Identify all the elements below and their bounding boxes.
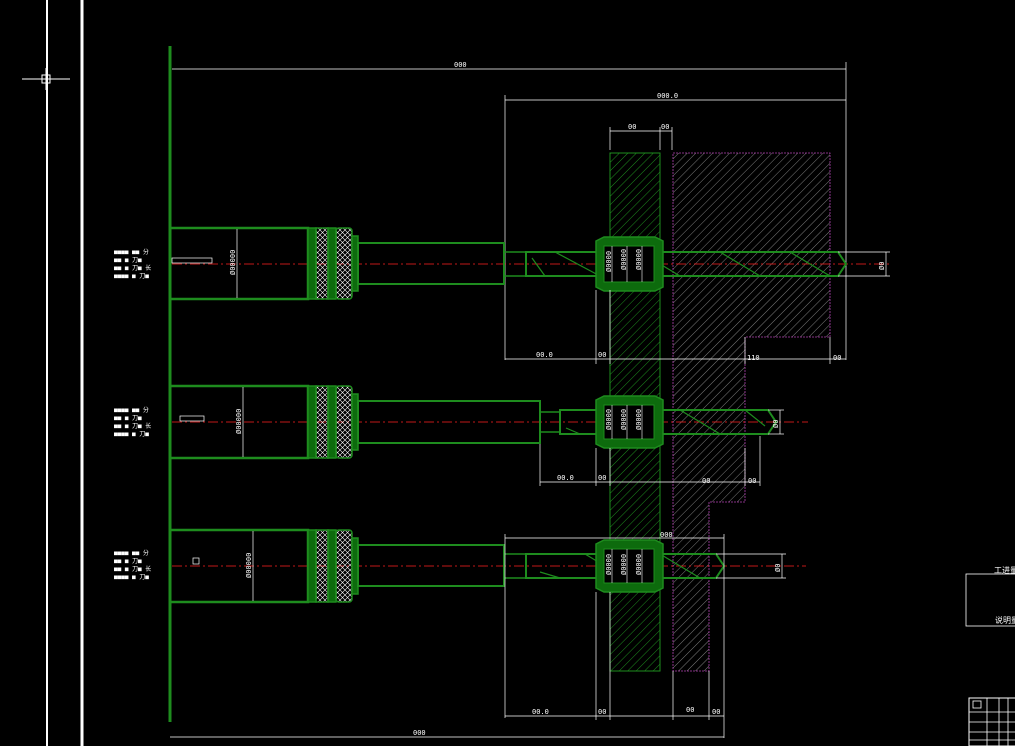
dim-text-row3-gap: 00 bbox=[598, 708, 606, 716]
dim-text-tool-top: 000.0 bbox=[657, 92, 678, 100]
row1-label-2: ■■ ■ 刀■ bbox=[114, 257, 142, 264]
dim-text-row2-gap: 00 bbox=[598, 474, 606, 482]
dim-text-bush-b-2: Ø0000 bbox=[620, 409, 628, 430]
dim-tool-top: 000.0 bbox=[504, 92, 846, 360]
dim-text-bush-c-1: Ø0000 bbox=[635, 249, 643, 270]
dim-text-bush-b-1: Ø0000 bbox=[620, 249, 628, 270]
dim-text-row3-mid: 00 bbox=[686, 706, 694, 714]
tool-assembly-2: Ø00000 Ø0000 Ø0000 Ø0000 Ø0 00.0 00 00 0… bbox=[168, 384, 784, 486]
row1-label-1: ■■■■ ■■ 分 bbox=[114, 248, 149, 256]
workpiece bbox=[672, 152, 831, 672]
dim-text-plate-a: 00 bbox=[628, 123, 636, 131]
dim-text-row1-left: 00.0 bbox=[536, 351, 553, 359]
dim-text-holder-dia-1: Ø00000 bbox=[229, 250, 237, 275]
dim-text-overall-bottom: 000 bbox=[413, 729, 426, 737]
title-block-line1: 工进量 bbox=[994, 566, 1015, 575]
parts-table bbox=[968, 697, 1015, 746]
row3-label-3: ■■ ■ 刀■ 长 bbox=[114, 565, 151, 573]
dim-text-row2-right: 00 bbox=[748, 477, 756, 485]
cursor-crosshair-icon[interactable] bbox=[22, 68, 70, 90]
dim-plate-top: 00 00 bbox=[609, 123, 673, 150]
dim-text-holder-dia-3: Ø00000 bbox=[245, 553, 253, 578]
dim-overall-top: 000 bbox=[172, 61, 847, 360]
row3-label-4: ■■■■ ■ 刀■ bbox=[114, 574, 149, 581]
dim-text-bush-c-2: Ø0000 bbox=[635, 409, 643, 430]
dim-text-bush-a-2: Ø0000 bbox=[605, 409, 613, 430]
dim-text-row3-left: 00.0 bbox=[532, 708, 549, 716]
dim-overall-bottom: 000 bbox=[170, 729, 724, 738]
row1-label-4: ■■■■ ■ 刀■ bbox=[114, 273, 149, 280]
dim-text-row2-mid: 00 bbox=[702, 477, 710, 485]
dim-text-row2-left: 00.0 bbox=[557, 474, 574, 482]
dim-text-overall-top: 000 bbox=[454, 61, 467, 69]
dim-text-plate-b: 00 bbox=[661, 123, 669, 131]
title-block-line2: 说明量 bbox=[995, 615, 1015, 625]
row-labels-3: ■■■■ ■■ 分 ■■ ■ 刀■ ■■ ■ 刀■ 长 ■■■■ ■ 刀■ bbox=[114, 549, 151, 581]
dim-text-row1-dia: Ø0 bbox=[878, 262, 886, 270]
dim-text-bush-a-3: Ø0000 bbox=[605, 554, 613, 575]
title-block: 工进量 说明量 bbox=[965, 566, 1015, 627]
row2-label-3: ■■ ■ 刀■ 长 bbox=[114, 422, 151, 430]
tool-assembly-3: Ø00000 Ø0000 Ø0000 Ø0000 000 Ø0 00.0 00 … bbox=[168, 528, 786, 738]
tool-assembly-1: Ø00000 Ø0000 Ø0000 Ø0000 Ø0 00.0 00 110 … bbox=[168, 226, 890, 364]
dim-text-holder-dia-2: Ø00000 bbox=[235, 409, 243, 434]
dim-text-row3-dia: Ø0 bbox=[774, 564, 782, 572]
row-labels-1: ■■■■ ■■ 分 ■■ ■ 刀■ ■■ ■ 刀■ 长 ■■■■ ■ 刀■ bbox=[114, 248, 151, 280]
row3-label-1: ■■■■ ■■ 分 bbox=[114, 549, 149, 557]
dim-text-row1-gap: 00 bbox=[598, 351, 606, 359]
dim-text-row2-dia: Ø0 bbox=[772, 420, 780, 428]
row2-label-1: ■■■■ ■■ 分 bbox=[114, 406, 149, 414]
row2-label-4: ■■■■ ■ 刀■ bbox=[114, 431, 149, 438]
dim-text-bush-c-3: Ø0000 bbox=[635, 554, 643, 575]
row1-label-3: ■■ ■ 刀■ 长 bbox=[114, 264, 151, 272]
dim-text-row1-right: 00 bbox=[833, 354, 841, 362]
row3-label-2: ■■ ■ 刀■ bbox=[114, 558, 142, 565]
dim-text-bush-a-1: Ø0000 bbox=[605, 251, 613, 272]
dim-text-row3-top: 000 bbox=[660, 531, 673, 539]
dim-text-row3-right: 00 bbox=[712, 708, 720, 716]
row2-label-2: ■■ ■ 刀■ bbox=[114, 415, 142, 422]
dim-text-row1-mid: 110 bbox=[747, 354, 760, 362]
dim-text-bush-b-3: Ø0000 bbox=[620, 554, 628, 575]
row-labels-2: ■■■■ ■■ 分 ■■ ■ 刀■ ■■ ■ 刀■ 长 ■■■■ ■ 刀■ bbox=[114, 406, 151, 438]
